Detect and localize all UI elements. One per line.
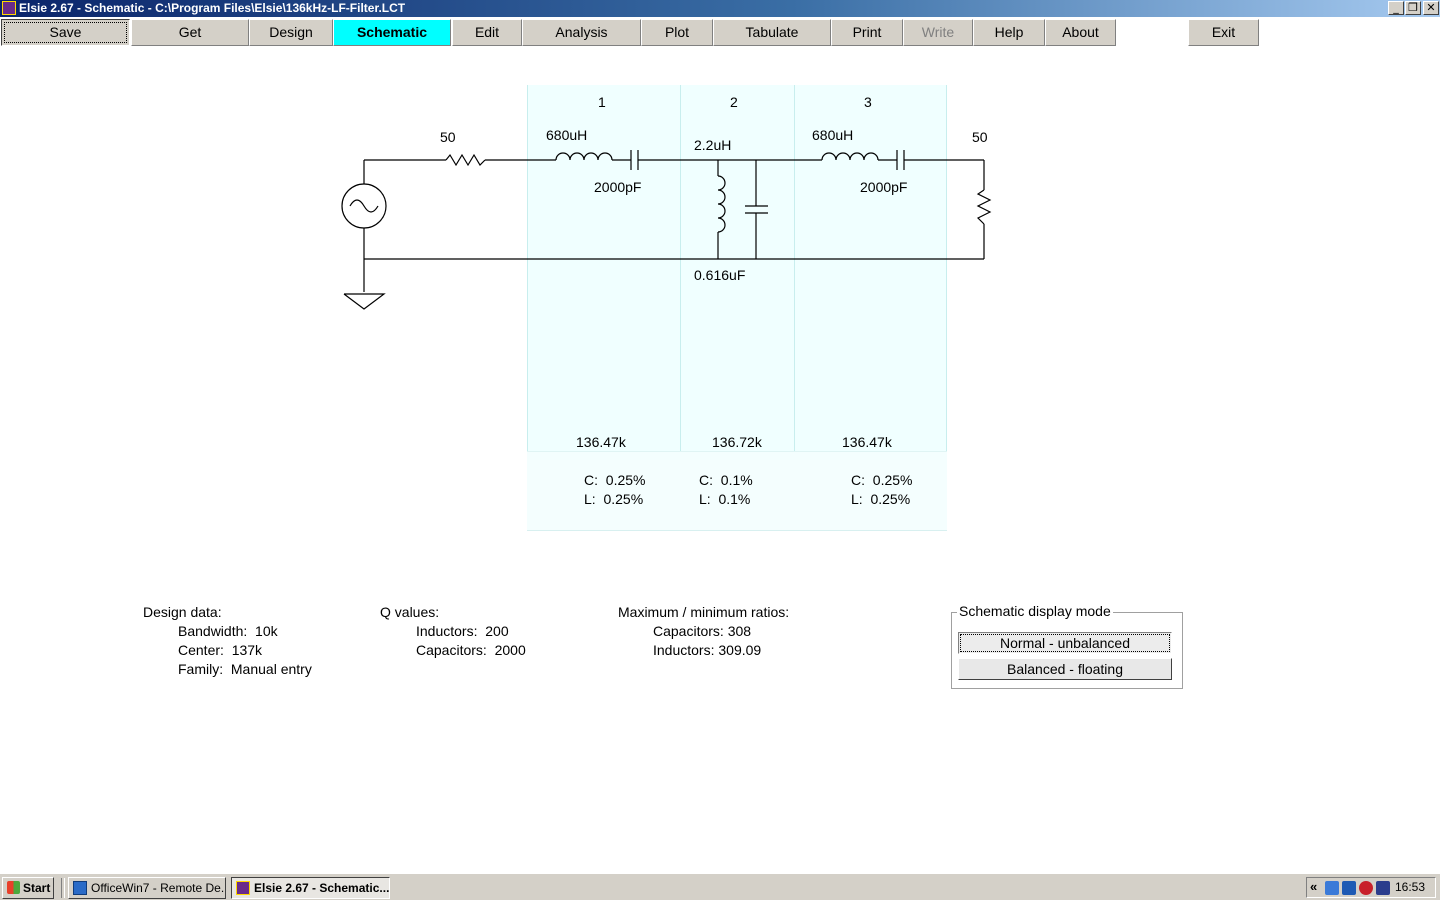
inductor-1-value: 680uH <box>546 127 588 143</box>
inductor-2-value: 2.2uH <box>694 137 732 153</box>
taskbar: Start OfficeWin7 - Remote De... Elsie 2.… <box>0 873 1440 900</box>
save-button[interactable]: Save <box>1 19 130 46</box>
title-bar: Elsie 2.67 - Schematic - C:\Program File… <box>0 0 1440 17</box>
taskbar-item-remote-desktop[interactable]: OfficeWin7 - Remote De... <box>68 877 226 899</box>
display-mode-legend: Schematic display mode <box>957 603 1113 619</box>
restore-button[interactable]: ❐ <box>1405 1 1421 15</box>
security-shield-icon[interactable] <box>1359 881 1373 895</box>
series-inductor-1 <box>555 152 613 161</box>
family-value: Family: Manual entry <box>178 661 312 677</box>
app-icon[interactable] <box>2 1 16 15</box>
series-inductor-3 <box>821 152 879 161</box>
ratio-capacitors-value: Capacitors: 308 <box>653 623 752 639</box>
help-button[interactable]: Help <box>973 19 1045 46</box>
analysis-button[interactable]: Analysis <box>522 19 641 46</box>
bandwidth-value: Bandwidth: 10k <box>178 623 278 639</box>
update-icon[interactable] <box>1376 881 1390 895</box>
capacitor-1-value: 2000pF <box>594 179 642 195</box>
about-button[interactable]: About <box>1045 19 1116 46</box>
ground-symbol <box>343 293 386 310</box>
schematic-panel <box>527 85 947 451</box>
load-resistance-label: 50 <box>972 129 988 145</box>
inductor-3-value: 680uH <box>812 127 854 143</box>
edit-button[interactable]: Edit <box>452 19 522 46</box>
source-resistance-label: 50 <box>440 129 456 145</box>
column-number-1: 1 <box>598 94 606 110</box>
q-capacitors-value: Capacitors: 2000 <box>416 642 526 658</box>
minimize-button[interactable]: _ <box>1388 1 1404 15</box>
load-resistor <box>976 189 992 225</box>
close-button[interactable]: ✕ <box>1423 1 1439 15</box>
tabulate-button[interactable]: Tabulate <box>713 19 831 46</box>
window-title: Elsie 2.67 - Schematic - C:\Program File… <box>19 1 406 15</box>
q-inductors-value: Inductors: 200 <box>416 623 509 639</box>
q-values-section: Q values: Inductors: 200 Capacitors: 200… <box>380 603 526 660</box>
shunt-inductor <box>717 175 726 233</box>
inductor-tolerance-2: L: 0.1% <box>699 491 751 507</box>
ratios-section: Maximum / minimum ratios: Capacitors: 30… <box>618 603 789 660</box>
capacitor-tolerance-1: C: 0.25% <box>584 472 646 488</box>
ratios-heading: Maximum / minimum ratios: <box>618 604 790 620</box>
system-tray: « 16:53 <box>1306 877 1436 898</box>
capacitor-tolerance-2: C: 0.1% <box>699 472 753 488</box>
column-number-2: 2 <box>730 94 738 110</box>
taskbar-item-label: Elsie 2.67 - Schematic... <box>254 881 390 895</box>
inductor-tolerance-1: L: 0.25% <box>584 491 644 507</box>
column-divider <box>794 85 795 451</box>
resonant-frequency-2: 136.72k <box>712 434 762 450</box>
center-value: Center: 137k <box>178 642 263 658</box>
ratio-inductors-value: Inductors: 309.09 <box>653 642 762 658</box>
network-icon[interactable] <box>1325 881 1339 895</box>
inductor-tolerance-3: L: 0.25% <box>851 491 911 507</box>
design-button[interactable]: Design <box>249 19 333 46</box>
resonant-frequency-3: 136.47k <box>842 434 892 450</box>
resonant-frequency-1: 136.47k <box>576 434 626 450</box>
column-divider <box>946 85 947 451</box>
column-number-3: 3 <box>864 94 872 110</box>
schematic-button[interactable]: Schematic <box>333 19 451 46</box>
taskbar-item-elsie[interactable]: Elsie 2.67 - Schematic... <box>231 877 390 899</box>
normal-unbalanced-button[interactable]: Normal - unbalanced <box>958 632 1172 654</box>
taskbar-separator <box>61 878 65 898</box>
tray-expand-chevron[interactable]: « <box>1310 879 1318 894</box>
elsie-app-icon <box>236 881 250 895</box>
tolerance-panel <box>527 451 947 531</box>
get-button[interactable]: Get <box>131 19 249 46</box>
taskbar-item-label: OfficeWin7 - Remote De... <box>91 881 226 895</box>
q-values-heading: Q values: <box>380 604 440 620</box>
column-divider <box>527 85 528 451</box>
capacitor-3-value: 2000pF <box>860 179 908 195</box>
print-button[interactable]: Print <box>831 19 903 46</box>
clock: 16:53 <box>1395 880 1426 894</box>
design-data-heading: Design data: <box>143 604 222 620</box>
capacitor-tolerance-3: C: 0.25% <box>851 472 913 488</box>
exit-button[interactable]: Exit <box>1188 19 1259 46</box>
column-divider <box>680 85 681 451</box>
start-label: Start <box>23 881 51 895</box>
design-data-section: Design data: Bandwidth: 10k Center: 137k… <box>143 603 312 679</box>
windows-logo-icon <box>7 881 20 894</box>
remote-desktop-icon <box>73 881 87 895</box>
source-resistor <box>445 153 486 167</box>
antivirus-icon[interactable] <box>1342 881 1356 895</box>
start-button[interactable]: Start <box>2 877 54 899</box>
write-button[interactable]: Write <box>903 19 973 46</box>
capacitor-2-value: 0.616uF <box>694 267 746 283</box>
balanced-floating-button[interactable]: Balanced - floating <box>958 658 1172 680</box>
plot-button[interactable]: Plot <box>641 19 713 46</box>
